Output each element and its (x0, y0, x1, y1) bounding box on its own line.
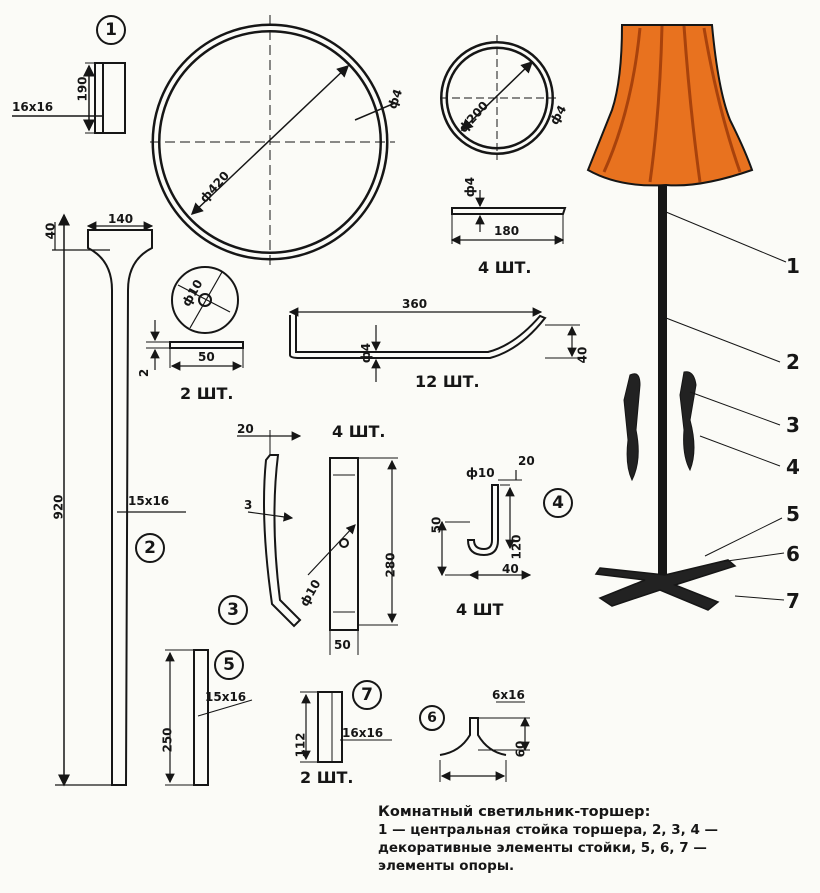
rib-height-label: 40 (575, 346, 590, 364)
part-6-height-label: 60 (513, 740, 528, 758)
rib-quantity-label: 12 ШТ. (415, 372, 480, 391)
rod-diameter-label: ф4 (463, 176, 478, 198)
callout-7: 7 (786, 589, 800, 613)
part-4-number: 4 (552, 493, 564, 513)
callout-5: 5 (786, 502, 800, 526)
caption-line-3: элементы опоры. (378, 858, 515, 874)
part-4-top-label: 20 (518, 454, 535, 468)
part-1-length-label: 190 (75, 76, 90, 102)
rod-180-drawing (450, 190, 567, 245)
callout-4: 4 (786, 455, 800, 479)
part-5-drawing (165, 649, 253, 786)
rib-diameter-label: ф4 (359, 342, 374, 364)
part-5-section-label: 15x16 (205, 690, 247, 704)
part-5-number: 5 (223, 655, 235, 675)
stand-decor-3 (623, 373, 641, 482)
floor-lamp-illustration (586, 24, 787, 611)
part-4-drawing (437, 470, 573, 580)
part-1-section-label: 16x16 (12, 100, 54, 114)
part-3-drawing (218, 430, 302, 628)
part-6-drawing (419, 701, 530, 782)
lamp-stand (658, 185, 667, 575)
lamp-base (594, 559, 737, 611)
part-7-section-label: 16x16 (342, 726, 384, 740)
part-2-width-label: 140 (108, 212, 134, 226)
part-7-marker-circle (352, 680, 382, 710)
part-7-drawing (300, 680, 392, 763)
callout-3: 3 (786, 413, 800, 437)
rod-length-label: 180 (494, 224, 520, 238)
part-2-section-label: 15x16 (128, 494, 170, 508)
part-2-drawing (52, 213, 186, 787)
rib-length-label: 360 (402, 297, 428, 311)
part-5-marker-circle (214, 650, 244, 680)
caption-title: Комнатный светильник-торшер: (378, 804, 651, 820)
bar-width-label: 50 (334, 638, 351, 652)
part-4-hook-label: ф10 (466, 466, 495, 480)
part-4-height-label: 120 (509, 534, 524, 560)
disc-quantity-label: 2 ШТ. (180, 384, 234, 403)
disc-drawing (146, 266, 244, 371)
callout-1: 1 (786, 254, 800, 278)
part-7-quantity-label: 2 ШТ. (300, 768, 354, 787)
part-6-section-label: 6x16 (492, 688, 525, 702)
part-6-marker-circle (419, 705, 445, 731)
rod-quantity-label: 4 ШТ. (478, 258, 532, 277)
part-3-quantity-label: 4 ШТ. (332, 422, 386, 441)
caption-line-1: 1 — центральная стойка торшера, 2, 3, 4 … (378, 822, 719, 838)
stand-decor-4 (679, 371, 697, 472)
part-2-marker-circle (135, 533, 165, 563)
rib-360-drawing (288, 307, 580, 382)
figure-caption: Комнатный светильник-торшер: 1 — централ… (378, 803, 818, 875)
part-1-drawing (12, 15, 126, 134)
part-3-offset-label: 20 (237, 422, 254, 436)
part-4-base-label: 40 (502, 562, 519, 576)
caption-line-2: декоративные элементы стойки, 5, 6, 7 — (378, 840, 707, 856)
part-4-marker-circle (543, 488, 573, 518)
part-3-number: 3 (227, 600, 239, 620)
callout-6: 6 (786, 542, 800, 566)
lamp-shade (586, 24, 754, 187)
part-4-quantity-label: 4 ШТ (456, 600, 504, 619)
large-ring-drawing (150, 15, 396, 270)
disc-width-label: 50 (198, 350, 215, 364)
part-3-thickness-label: 3 (244, 498, 253, 512)
part-4-left-label: 50 (429, 516, 444, 534)
part-1-marker-circle (96, 15, 126, 45)
part-2-number: 2 (144, 538, 156, 558)
part-5-length-label: 250 (160, 727, 175, 753)
part-7-length-label: 112 (293, 732, 308, 758)
part-3-marker-circle (218, 595, 248, 625)
part-1-number: 1 (105, 20, 117, 40)
small-ring-drawing (440, 35, 560, 160)
disc-thickness-label: 2 (137, 368, 152, 378)
bar-length-label: 280 (383, 552, 398, 578)
part-6-number: 6 (427, 710, 437, 726)
bar-280-drawing (307, 457, 398, 655)
part-2-total-label: 920 (51, 494, 66, 520)
part-2-top-label: 40 (43, 222, 58, 240)
callout-2: 2 (786, 350, 800, 374)
part-7-number: 7 (361, 685, 373, 705)
